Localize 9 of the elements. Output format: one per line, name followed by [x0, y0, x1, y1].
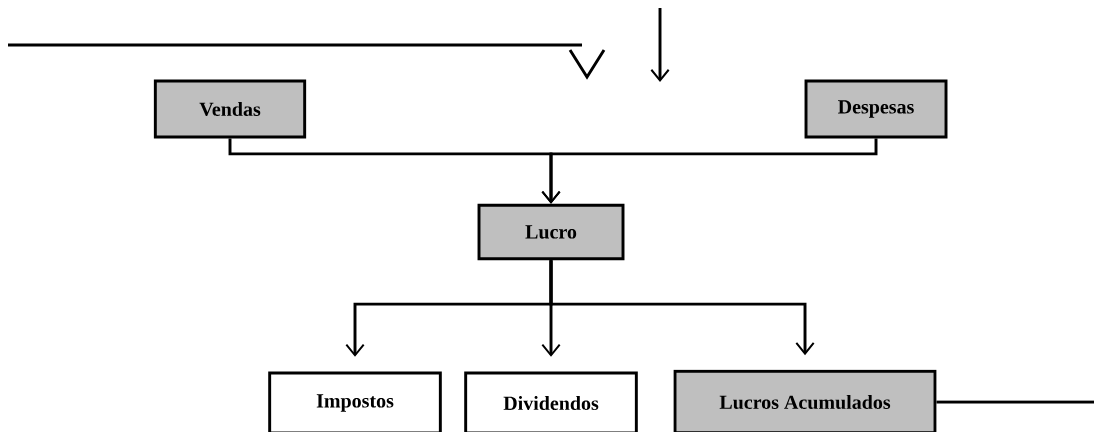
- line: [936, 400, 1094, 404]
- arrow: [541, 138, 878, 204]
- process-box: Dividendos: [464, 371, 638, 432]
- process-box: Impostos: [268, 371, 442, 432]
- process-box: Vendas: [153, 79, 307, 139]
- process-box: Despesas: [804, 79, 948, 139]
- process-box: Lucro: [477, 203, 625, 261]
- arrow: [549, 260, 815, 356]
- process-box: Lucros Acumulados: [673, 369, 937, 432]
